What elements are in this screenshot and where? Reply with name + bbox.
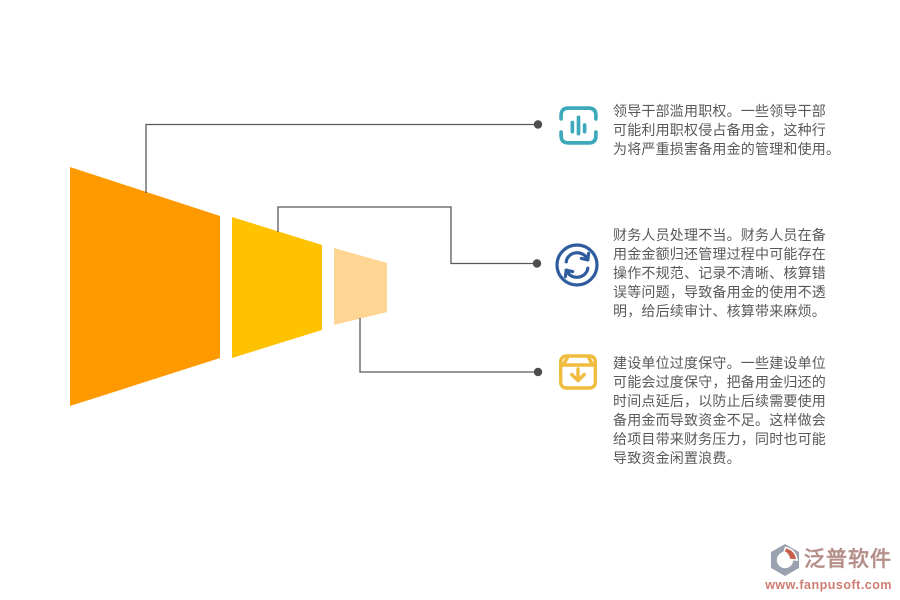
connector-line-1 [145, 123, 538, 193]
callout-1 [556, 103, 601, 148]
callout-3 [556, 349, 600, 393]
bar-chart-icon [559, 106, 598, 145]
connector-dot-1 [533, 120, 543, 129]
connector-dot-2 [532, 259, 542, 268]
connector-line-3 [359, 318, 538, 373]
fanpu-logo-icon [771, 544, 799, 576]
watermark-url-text: www.fanpusoft.com [765, 578, 892, 592]
callout-2-text: 财务人员处理不当。财务人员在备 用金金额归还管理过程中可能存在 操作不规范、记录… [613, 227, 826, 319]
connector-line-2 [277, 206, 537, 265]
connector-dot-3 [533, 367, 543, 377]
watermark: 泛普软件 www.fanpusoft.com [765, 543, 892, 592]
funnel-stage-1 [70, 167, 220, 406]
callout-2 [553, 241, 601, 289]
funnel-stage-3 [334, 248, 387, 325]
watermark-brand-text: 泛普软件 [804, 548, 892, 572]
callout-3-text: 建设单位过度保守。一些建设单位 可能会过度保守，把备用金归还的 时间点延后，以防… [613, 355, 826, 466]
archive-down-icon [558, 354, 597, 390]
callout-1-text: 领导干部滥用职权。一些领导干部 可能利用职权侵占备用金，这种行 为将严重损害备用… [613, 103, 841, 157]
refresh-icon [555, 243, 599, 287]
funnel-stage-2 [232, 217, 322, 358]
